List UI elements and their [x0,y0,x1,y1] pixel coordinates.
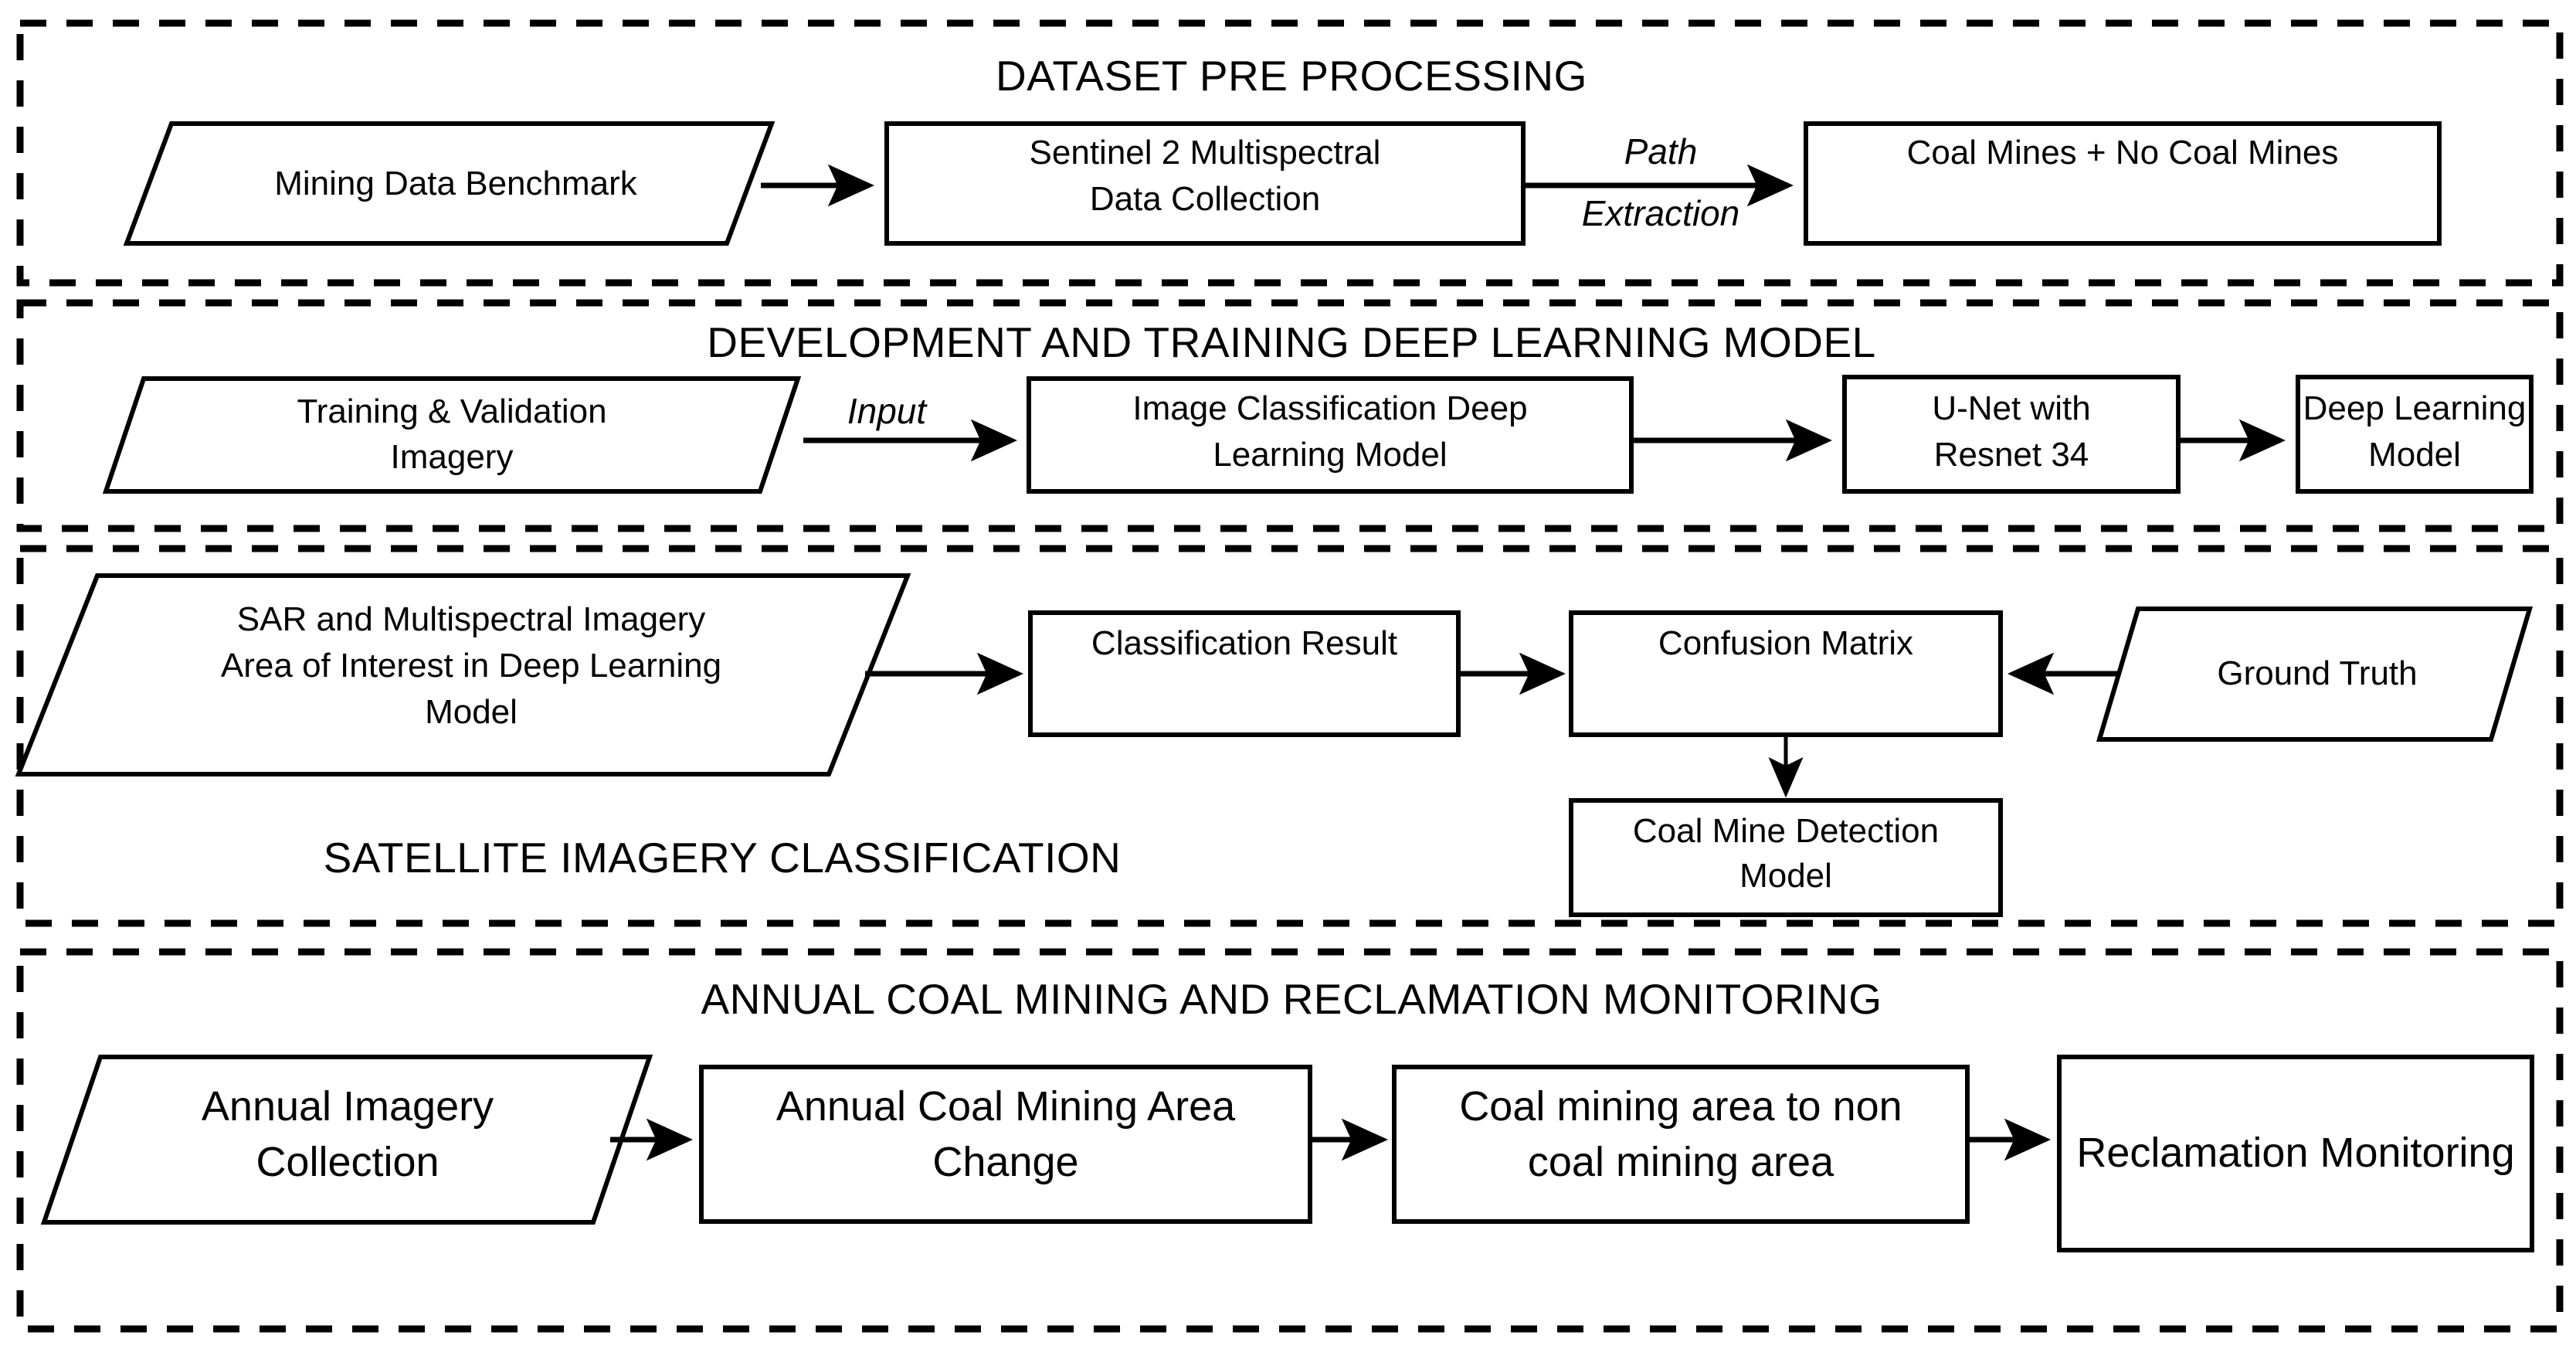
sar-multispectral-aoi-label-line-3: Model [425,693,518,731]
section-border-annual-coal-mining-and-reclamation-monitoring [16,948,2564,1333]
section-satellite-imagery-classification: SAR and Multispectral Imagery Area of In… [15,545,2564,927]
node-classification-result[interactable]: Classification Result [1028,610,1461,737]
node-reclamation-monitoring[interactable]: Reclamation Monitoring [2057,1055,2534,1252]
node-unet-resnet34[interactable]: U-Net with Resnet 34 [1842,375,2181,494]
coal-mining-to-non-coal-mining-shape [1392,1065,1970,1224]
coal-mine-detection-model-label-line-1: Coal Mine Detection [1633,812,1939,850]
node-coal-mines-no-coal-mines[interactable]: Coal Mines + No Coal Mines [1804,121,2442,246]
classification-result-shape [1028,610,1461,737]
node-annual-coal-mining-area-change[interactable]: Annual Coal Mining Area Change [699,1065,1312,1224]
edge-label-input: Input [847,391,928,431]
training-validation-imagery-label-line-1: Training & Validation [297,392,606,430]
annual-imagery-collection-shape [40,1055,653,1225]
reclamation-monitoring-label: Reclamation Monitoring [2076,1130,2514,1176]
unet-resnet34-label-line-1: U-Net with [1932,389,2090,427]
unet-resnet34-shape [1842,375,2181,494]
reclamation-monitoring-shape [2057,1055,2534,1252]
coal-mines-no-coal-mines-shape [1804,121,2442,246]
ground-truth-label: Ground Truth [2217,654,2417,692]
node-deep-learning-model[interactable]: Deep Learning Model [2296,375,2534,494]
edge-label-path-extraction-line-1: Path [1624,131,1698,172]
confusion-matrix-shape [1569,610,2003,737]
training-validation-imagery-shape [102,376,802,494]
section-title-development-and-training: DEVELOPMENT AND TRAINING DEEP LEARNING M… [707,318,1875,366]
coal-mining-to-non-coal-mining-label-line-1: Coal mining area to non [1459,1083,1902,1130]
coal-mine-detection-model-shape [1569,798,2003,917]
annual-imagery-collection-label-line-1: Annual Imagery [202,1083,494,1130]
deep-learning-model-label-line-1: Deep Learning [2303,389,2527,427]
section-border-dataset-pre-processing [16,19,2564,287]
unet-resnet34-label-line-2: Resnet 34 [1934,436,2089,474]
section-border-development-and-training [16,299,2564,532]
classification-result-label: Classification Result [1091,624,1397,662]
node-annual-imagery-collection[interactable]: Annual Imagery Collection [40,1055,653,1225]
coal-mine-detection-model-label-line-2: Model [1739,857,1832,895]
node-image-classification-model[interactable]: Image Classification Deep Learning Model [1027,376,1634,494]
section-title-dataset-pre-processing: DATASET PRE PROCESSING [996,52,1587,100]
annual-coal-mining-area-change-label-line-2: Change [932,1139,1078,1185]
node-sentinel-2-collection[interactable]: Sentinel 2 Multispectral Data Collection [884,121,1526,246]
section-title-annual-coal-mining-and-reclamation-monitoring: ANNUAL COAL MINING AND RECLAMATION MONIT… [701,975,1882,1023]
section-dataset-pre-processing: DATASET PRE PROCESSING Mining Data Bench… [16,19,2564,287]
training-validation-imagery-label-line-2: Imagery [391,438,514,476]
node-ground-truth[interactable]: Ground Truth [2096,607,2534,742]
annual-coal-mining-area-change-label-line-1: Annual Coal Mining Area [776,1083,1236,1130]
section-annual-coal-mining-and-reclamation-monitoring: ANNUAL COAL MINING AND RECLAMATION MONIT… [16,948,2564,1333]
image-classification-model-shape [1027,376,1634,494]
node-mining-data-benchmark[interactable]: Mining Data Benchmark [123,121,776,246]
sentinel-2-collection-label-line-2: Data Collection [1090,180,1320,218]
ground-truth-shape [2096,607,2534,742]
confusion-matrix-label: Confusion Matrix [1658,624,1913,662]
sar-multispectral-aoi-label-line-1: SAR and Multispectral Imagery [237,600,705,638]
sentinel-2-collection-label-line-1: Sentinel 2 Multispectral [1030,134,1381,172]
mining-data-benchmark-shape [123,121,776,246]
annual-coal-mining-area-change-shape [699,1065,1312,1224]
section-border-satellite-imagery-classification [16,545,2564,927]
image-classification-model-label-line-1: Image Classification Deep [1132,389,1527,427]
deep-learning-model-shape [2296,375,2534,494]
deep-learning-model-label-line-2: Model [2368,436,2461,474]
coal-mining-to-non-coal-mining-label-line-2: coal mining area [1528,1139,1834,1185]
sar-multispectral-aoi-label-line-2: Area of Interest in Deep Learning [221,647,721,685]
image-classification-model-label-line-2: Learning Model [1213,436,1447,474]
annual-imagery-collection-label-line-2: Collection [256,1139,439,1185]
node-confusion-matrix[interactable]: Confusion Matrix [1569,610,2003,737]
sentinel-2-collection-shape [884,121,1526,246]
sar-multispectral-aoi-shape [15,573,911,776]
node-sar-multispectral-aoi[interactable]: SAR and Multispectral Imagery Area of In… [15,573,911,776]
edge-label-path-extraction-line-2: Extraction [1582,193,1740,233]
section-development-and-training: DEVELOPMENT AND TRAINING DEEP LEARNING M… [16,299,2564,532]
coal-mines-no-coal-mines-label: Coal Mines + No Coal Mines [1907,134,2339,172]
section-title-satellite-imagery-classification: SATELLITE IMAGERY CLASSIFICATION [324,834,1122,882]
node-coal-mine-detection-model[interactable]: Coal Mine Detection Model [1569,798,2003,917]
node-training-validation-imagery[interactable]: Training & Validation Imagery [102,376,802,494]
mining-data-benchmark-label: Mining Data Benchmark [274,165,638,202]
node-coal-mining-to-non-coal-mining[interactable]: Coal mining area to non coal mining area [1392,1065,1970,1224]
